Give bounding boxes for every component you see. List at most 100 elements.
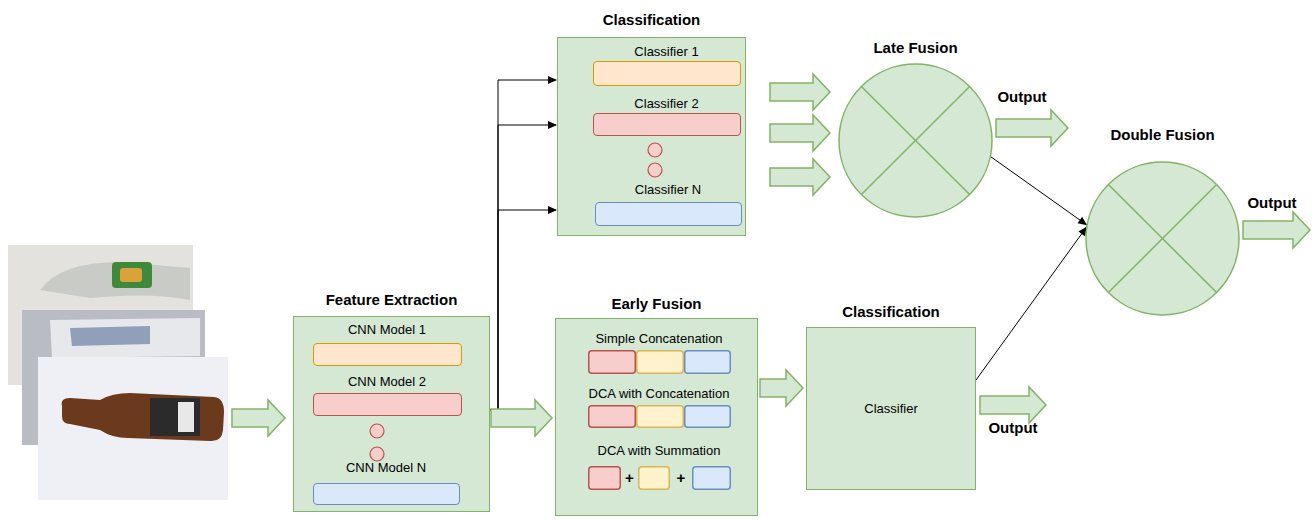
item-label: CNN Model N [346, 460, 426, 476]
item-label: Classifier N [635, 182, 701, 198]
ellipsis-dot [648, 143, 662, 157]
classifier-box: ClassificationClassifier [806, 327, 976, 490]
stage-heading: Feature Extraction [326, 291, 458, 309]
item-label: CNN Model 2 [348, 374, 426, 390]
stage-box: ClassificationClassifier 1Classifier 2Cl… [557, 37, 746, 236]
block-arrow-shape [770, 115, 830, 151]
flow-arrow [490, 206, 557, 410]
photo [38, 357, 228, 500]
circle-shape [1086, 162, 1239, 315]
photo-detail [50, 318, 200, 358]
feature-segment [692, 466, 730, 489]
connector-line [490, 80, 556, 410]
block-arrow [232, 400, 285, 436]
output-arrow [1243, 212, 1310, 248]
classifier-bar: Classifier 2 [593, 113, 741, 136]
flow-arrow [976, 227, 1087, 380]
photo-detail [70, 326, 150, 346]
arrowhead [548, 76, 557, 84]
stage-heading: Classification [842, 303, 940, 321]
flow-arrow [990, 156, 1087, 225]
box-label: Classifier [864, 401, 917, 417]
feature-segment [636, 350, 683, 373]
connector-line [990, 156, 1087, 225]
plus-sign: + [677, 469, 686, 487]
model-bar: CNN Model 1 [313, 343, 462, 366]
feature-segment [588, 405, 635, 427]
fusion-circle: Late Fusion [838, 63, 993, 218]
arrowhead [548, 121, 557, 129]
photo-stack [8, 245, 228, 500]
stage-box: Feature ExtractionCNN Model 1CNN Model 2… [293, 316, 490, 512]
block-arrow-shape [770, 74, 830, 110]
feature-segment [684, 405, 730, 427]
stage-box: Early FusionSimple ConcatenationDCA with… [555, 318, 758, 516]
item-label: DCA with Summation [598, 443, 721, 459]
bottle-label [150, 398, 200, 436]
block-arrow [770, 74, 830, 110]
arrowhead [1078, 217, 1088, 225]
block-arrow [770, 159, 830, 195]
cross-line [1108, 184, 1216, 292]
plus-sign: + [625, 469, 634, 487]
photo-detail [112, 262, 152, 288]
ellipsis-dot [370, 424, 384, 438]
photo-detail [40, 262, 190, 300]
bottle [62, 393, 224, 441]
feature-segment [588, 350, 635, 373]
stage-heading: Early Fusion [611, 295, 701, 313]
block-arrow [770, 115, 830, 151]
arrowhead [548, 206, 557, 214]
connector-line [976, 227, 1087, 380]
block-arrow-shape [491, 400, 552, 436]
feature-segment [684, 350, 730, 373]
classifier-bar: Classifier N [595, 202, 742, 226]
ellipsis-dot [648, 163, 662, 177]
feature-row: DCA with Summation [588, 466, 731, 490]
output-arrow [980, 387, 1046, 423]
ellipsis-dot [370, 447, 384, 461]
photo-detail [120, 268, 142, 282]
bottle-label [178, 402, 194, 432]
cross-line [861, 86, 969, 194]
block-arrow [760, 370, 803, 406]
item-label: DCA with Concatenation [589, 386, 730, 402]
block-arrow [491, 400, 552, 436]
feature-row: DCA with Concatenation [588, 405, 731, 428]
circle-shape [839, 64, 992, 217]
feature-segments [588, 466, 731, 490]
circle-outline [1085, 161, 1240, 316]
item-label: Simple Concatenation [595, 331, 722, 347]
output-label: Output [997, 88, 1046, 106]
item-label: Classifier 2 [634, 96, 698, 112]
cross-line [861, 86, 969, 194]
stage-heading: Double Fusion [1110, 126, 1214, 144]
model-bar: CNN Model 2 [313, 393, 462, 416]
block-arrow-shape [770, 159, 830, 195]
block-arrow-shape [760, 370, 803, 406]
classifier-bar: Classifier 1 [593, 61, 741, 86]
fusion-circle: Double Fusion [1085, 161, 1240, 316]
model-bar: CNN Model N [313, 483, 460, 505]
connector-line [490, 210, 556, 410]
cross-line [1108, 184, 1216, 292]
feature-segment [636, 405, 683, 427]
feature-segment [638, 466, 669, 489]
item-label: Classifier 1 [634, 44, 698, 60]
output-label: Output [988, 419, 1037, 437]
circle-outline [838, 63, 993, 218]
output-arrow [996, 110, 1068, 146]
item-label: CNN Model 1 [348, 322, 426, 338]
stage-heading: Late Fusion [873, 39, 957, 57]
output-label: Output [1247, 194, 1296, 212]
feature-segments [588, 350, 731, 374]
stage-heading: Classification [603, 11, 701, 29]
flow-arrow [490, 121, 557, 410]
feature-row: Simple Concatenation [588, 350, 731, 374]
flow-arrow [490, 76, 557, 410]
connector-line [490, 125, 556, 410]
feature-segment [588, 466, 620, 489]
